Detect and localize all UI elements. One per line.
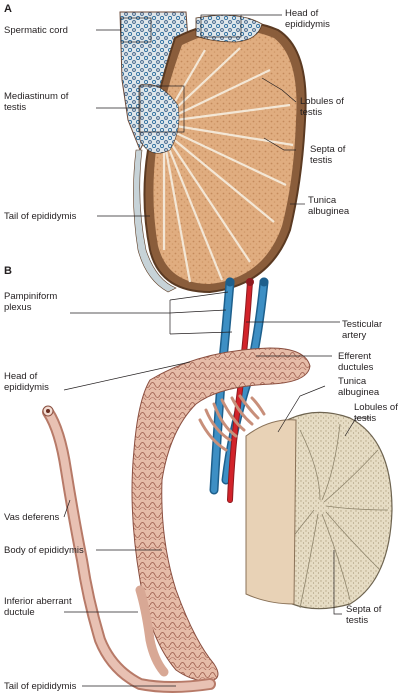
leader-septa-a (263, 137, 296, 151)
label-tail-b: Tail of epididymis (4, 681, 77, 692)
label-septa-a: Septa of testis (310, 144, 348, 166)
leader-pampiniform-c (169, 331, 233, 335)
label-head-epididymis-a: Head of epididymis (285, 8, 330, 30)
label-testicular-artery: Testicular artery (342, 319, 385, 341)
label-head-epididymis-b: Head of epididymis (4, 371, 49, 393)
leader-septa-b (333, 550, 342, 615)
leader-lobules-b (344, 417, 370, 437)
epididymis-tail-section (133, 149, 177, 293)
vas-deferens-highlight (44, 408, 214, 691)
septa-lines-b (267, 423, 389, 609)
panel-a-letter: A (4, 3, 12, 15)
epididymis-head-section (195, 14, 263, 43)
efferent-ductules (198, 394, 266, 452)
mediastinum-shape (139, 83, 180, 154)
head-epididymis-box (200, 14, 242, 38)
panel-b-letter: B (4, 265, 12, 277)
vessel-end-1 (225, 277, 235, 287)
label-lobules-b: Lobules of testis (354, 402, 400, 424)
label-efferent: Efferent ductules (338, 351, 374, 373)
label-vas-deferens: Vas deferens (4, 512, 60, 523)
leader-pampiniform-a (169, 291, 229, 301)
vessel-end-3 (259, 277, 269, 287)
leader-lobules-a (261, 77, 297, 103)
vas-deferens-lumen-core (46, 409, 50, 413)
label-tunica-b: Tunica albuginea (338, 376, 380, 398)
inferior-aberrant-ductule (135, 585, 169, 677)
panel-a: A (4, 3, 350, 294)
mediastinum-box (138, 85, 185, 133)
leader-pampiniform-b (169, 309, 227, 314)
label-tail-a: Tail of epididymis (4, 211, 77, 222)
label-inferior-aberrant: Inferior aberrant ductule (4, 596, 74, 618)
label-lobules-a: Lobules of testis (300, 96, 346, 118)
label-septa-b: Septa of testis (346, 604, 384, 626)
leader-vas-deferens (63, 499, 71, 518)
panel-b: B (4, 265, 400, 693)
septa-lines-a (162, 47, 294, 283)
label-body: Body of epididymis (4, 545, 84, 556)
label-pampiniform: Pampiniform plexus (4, 291, 60, 313)
leader-head-epididymis-b (63, 361, 191, 391)
tunica-albuginea-band (245, 419, 297, 605)
epididymis-b (131, 347, 311, 682)
label-spermatic-cord: Spermatic cord (4, 25, 68, 36)
label-mediastinum: Mediastinum of testis (4, 91, 71, 113)
label-tunica-a: Tunica albuginea (308, 195, 350, 217)
testicular-artery-vessel (228, 280, 252, 502)
vessel-end-2 (246, 278, 254, 286)
leader-tunica-b (277, 385, 326, 433)
